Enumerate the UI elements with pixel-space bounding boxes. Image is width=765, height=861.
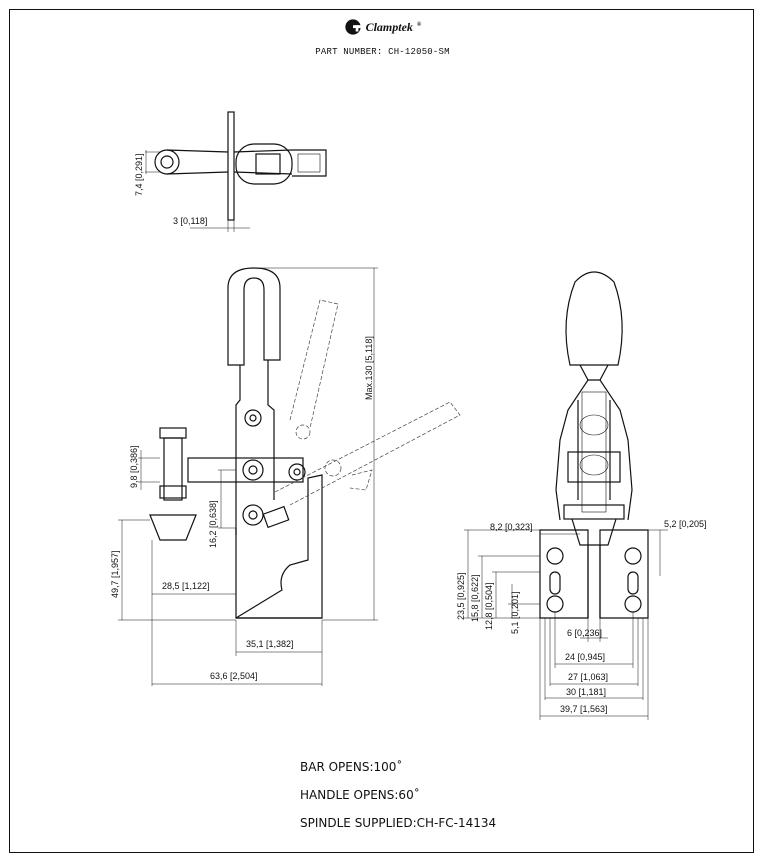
dim-35-1: 35,1 [1,382] (246, 639, 294, 649)
dim-24: 24 [0,945] (565, 652, 605, 662)
brand-logo: Clamptek® (344, 18, 421, 36)
note-handle-opens: HANDLE OPENS:60˚ (300, 788, 420, 802)
dim-9-8: 9,8 [0,386] (129, 445, 139, 488)
dim-6: 6 [0,236] (567, 628, 602, 638)
dim-39-7: 39,7 [1,563] (560, 704, 608, 714)
side-view: Max.130 [5,118] 9,8 [0,386] 16,2 [0,638]… (110, 267, 461, 686)
dim-15-8: 15,8 [0,622] (470, 574, 480, 622)
drawing-border (9, 9, 754, 853)
dim-3: 3 [0,118] (173, 216, 207, 226)
note-spindle: SPINDLE SUPPLIED:CH-FC-14134 (300, 816, 497, 830)
dim-23-5: 23,5 [0,925] (456, 572, 466, 620)
dim-12-8: 12,8 [0,504] (484, 582, 494, 630)
title-block: Clamptek® PART NUMBER: CH-12050-SM (0, 18, 765, 57)
dim-max-130: Max.130 [5,118] (364, 336, 374, 400)
dim-8-2: 8,2 [0,323] (490, 522, 533, 532)
dim-5-2: 5,2 [0,205] (664, 519, 707, 529)
part-number: PART NUMBER: CH-12050-SM (315, 47, 450, 57)
dim-5-1: 5,1 [0,201] (510, 591, 520, 634)
brand-name: Clamptek (365, 19, 413, 34)
dim-30: 30 [1,181] (566, 687, 606, 697)
dim-63-6: 63,6 [2,504] (210, 671, 258, 681)
note-bar-opens: BAR OPENS:100˚ (300, 760, 403, 774)
top-view: 7,4 [0,291] 3 [0,118] (134, 111, 327, 232)
dim-7-4: 7,4 [0,291] (134, 153, 144, 196)
clamptek-logo-icon (344, 19, 361, 35)
front-view: 8,2 [0,323] 5,2 [0,205] 23,5 [0,925] 15,… (456, 271, 707, 720)
dim-49-7: 49,7 [1,957] (110, 550, 120, 598)
dim-28-5: 28,5 [1,122] (162, 581, 210, 591)
spec-notes: BAR OPENS:100˚ HANDLE OPENS:60˚ SPINDLE … (300, 760, 496, 844)
dim-16-2: 16,2 [0,638] (208, 500, 218, 548)
dim-27: 27 [1,063] (568, 672, 608, 682)
